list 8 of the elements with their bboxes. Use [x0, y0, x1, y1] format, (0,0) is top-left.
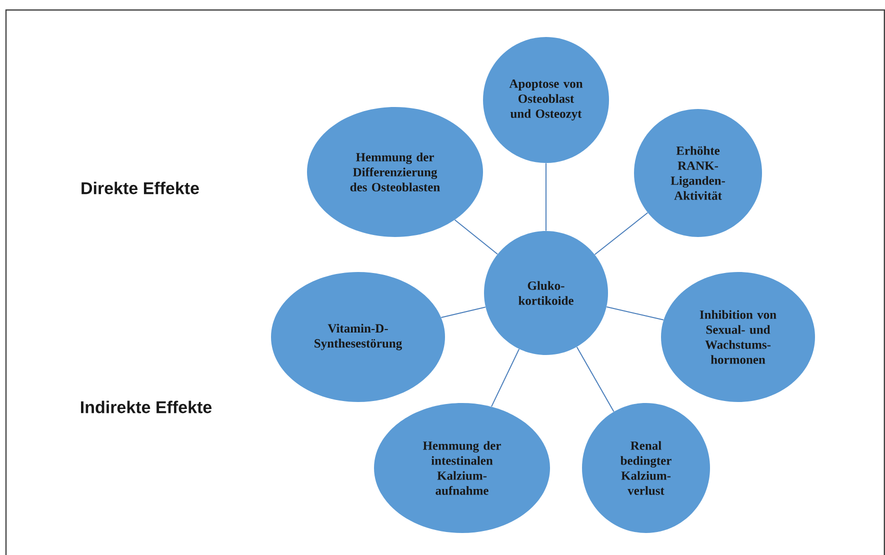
group-label: Direkte Effekte — [82, 182, 199, 194]
connector-line — [576, 346, 614, 412]
connector-line — [440, 306, 486, 318]
connector-line — [454, 219, 498, 255]
group-label: Indirekte Effekte — [81, 400, 212, 414]
connector-line — [606, 306, 664, 320]
connector-line — [491, 348, 520, 408]
connector-line — [594, 212, 648, 255]
